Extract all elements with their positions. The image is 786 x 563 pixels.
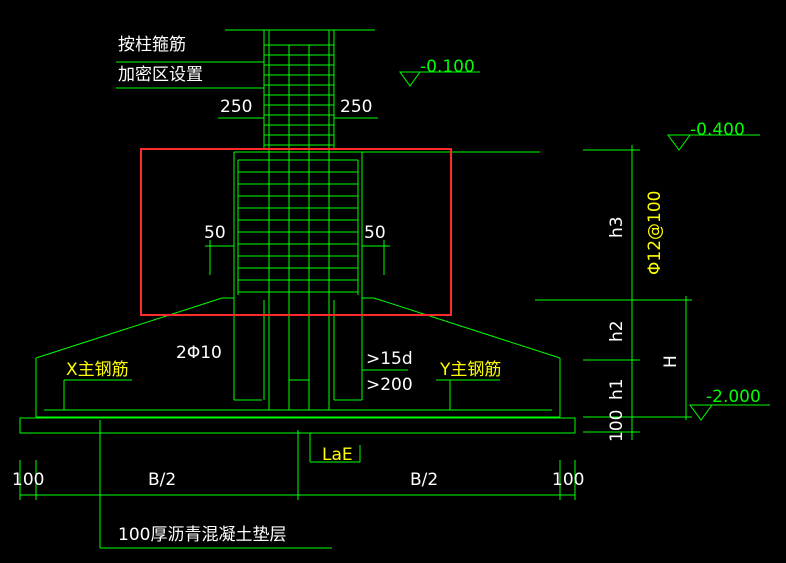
bars-2phi10: 2Φ10 bbox=[176, 343, 222, 363]
dim-100-far-right: 100 bbox=[552, 470, 584, 490]
elevation-cap: -0.400 bbox=[690, 120, 745, 140]
column-stirrups bbox=[264, 44, 334, 146]
dim-h1: h1 bbox=[607, 378, 627, 400]
elevation-bottom: -2.000 bbox=[706, 387, 761, 407]
y-main-bar-label: Y主钢筋 bbox=[439, 360, 501, 380]
anchorage-15d: >15d bbox=[366, 349, 413, 369]
column-stirrup-note-1: 按柱箍筋 bbox=[118, 35, 186, 55]
highlight-frame bbox=[140, 148, 452, 316]
structure-lines bbox=[19, 29, 770, 549]
dim-100-right: 100 bbox=[607, 410, 627, 442]
dim-H: H bbox=[661, 355, 681, 368]
dim-h3: h3 bbox=[607, 216, 627, 238]
b-half-right: B/2 bbox=[410, 470, 438, 490]
x-main-bar-label: X主钢筋 bbox=[66, 360, 129, 380]
labels: 按柱箍筋 加密区设置 -0.100 -0.400 -2.000 250 250 … bbox=[12, 35, 761, 545]
dim-50-right: 50 bbox=[364, 223, 386, 243]
dim-250-left: 250 bbox=[220, 97, 252, 117]
column-stirrup-note-2: 加密区设置 bbox=[118, 65, 203, 85]
elevation-top: -0.100 bbox=[420, 57, 475, 77]
dim-250-right: 250 bbox=[340, 97, 372, 117]
lae-label: LaE bbox=[322, 445, 353, 465]
pedestal-stirrups bbox=[237, 159, 359, 295]
dim-50-left: 50 bbox=[204, 223, 226, 243]
dim-100-left: 100 bbox=[12, 470, 44, 490]
anchorage-200: >200 bbox=[366, 375, 413, 395]
dim-h2: h2 bbox=[607, 320, 627, 342]
rebar-spec: Φ12@100 bbox=[645, 191, 665, 275]
b-half-left: B/2 bbox=[148, 470, 176, 490]
cushion-note: 100厚沥青混凝土垫层 bbox=[118, 525, 286, 545]
